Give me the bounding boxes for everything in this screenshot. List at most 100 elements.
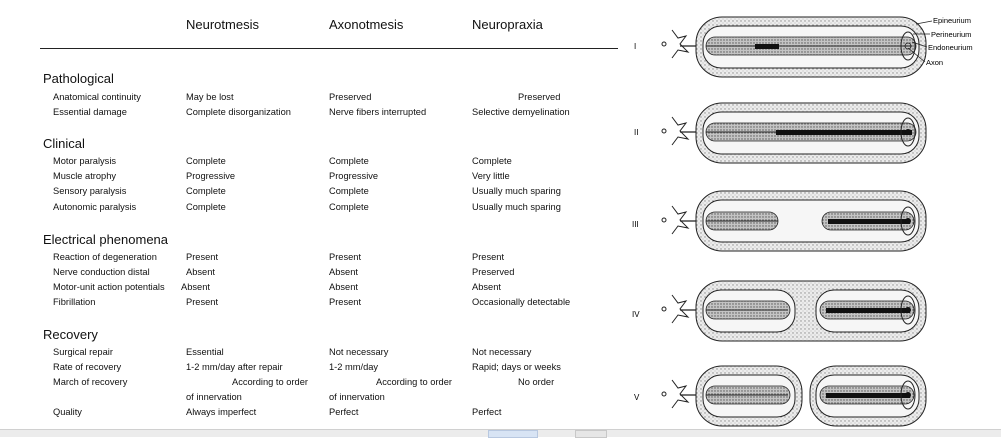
label-perineurium: Perineurium — [931, 30, 971, 39]
cell-neuropraxia: No order — [518, 377, 555, 387]
nerve-end-cross-section — [900, 31, 916, 61]
grade-5-diagram: V — [634, 365, 927, 427]
neuron-nucleus-icon — [661, 128, 667, 134]
axon-cross-section — [905, 218, 911, 224]
neuron-nucleus-icon — [661, 217, 667, 223]
cell-neuropraxia: Occasionally detectable — [472, 297, 571, 307]
degenerated-axon — [828, 219, 910, 224]
row-label: Muscle atrophy — [53, 171, 117, 181]
row-label: Fibrillation — [53, 297, 96, 307]
cell-axonotmesis: Present — [329, 297, 362, 307]
row-label: Sensory paralysis — [53, 186, 127, 196]
row-label: Quality — [53, 407, 82, 417]
cell-neurotmesis: Absent — [181, 282, 210, 292]
section-title-clinical: Clinical — [43, 136, 85, 151]
degenerated-axon — [826, 393, 910, 398]
neuron-cell-icon — [671, 294, 690, 324]
cell-neurotmesis: Complete — [186, 202, 226, 212]
header-rule — [40, 48, 618, 49]
grade-4-diagram: IV — [632, 280, 927, 342]
grade-label: III — [632, 220, 639, 229]
cell-axonotmesis: Preserved — [329, 92, 372, 102]
grade-label: II — [634, 128, 638, 137]
cell-neuropraxia: Perfect — [472, 407, 502, 417]
label-endoneurium: Endoneurium — [928, 43, 973, 52]
cell-axonotmesis: Nerve fibers interrupted — [329, 107, 427, 117]
axon-cross-section — [904, 42, 912, 50]
nerve-end-cross-section — [900, 380, 916, 410]
row-label: Motor-unit action potentials — [53, 282, 165, 292]
column-header-axonotmesis: Axonotmesis — [329, 17, 404, 32]
cell-neurotmesis: Essential — [186, 347, 224, 357]
cell-axonotmesis: Present — [329, 252, 362, 262]
row-label: Anatomical continuity — [53, 92, 141, 102]
neuron-cell-icon — [671, 379, 690, 409]
leader-line — [911, 41, 928, 48]
grade-label: V — [634, 393, 640, 402]
row-label: Surgical repair — [53, 347, 113, 357]
cell-axonotmesis: Absent — [329, 282, 358, 292]
cell-axonotmesis: Perfect — [329, 407, 359, 417]
cell-neuropraxia: Preserved — [518, 92, 561, 102]
neuron-cell-icon — [671, 29, 690, 59]
row-label: Reaction of degeneration — [53, 252, 157, 262]
nerve-end-cross-section — [900, 117, 916, 147]
grade-3-diagram: III — [632, 190, 927, 252]
cell-neurotmesis: of innervation — [186, 392, 242, 402]
cell-neurotmesis: According to order — [232, 377, 308, 387]
cell-neurotmesis: Progressive — [186, 171, 236, 181]
bottom-tab[interactable] — [488, 430, 538, 438]
axon-cross-section — [905, 392, 911, 398]
cell-axonotmesis: According to order — [376, 377, 452, 387]
row-label: Nerve conduction distal — [53, 267, 150, 277]
degenerated-axon — [776, 130, 912, 135]
cell-neuropraxia: Present — [472, 252, 505, 262]
label-epineurium: Epineurium — [933, 16, 971, 25]
degenerated-axon — [826, 308, 910, 313]
neuron-cell-icon — [671, 116, 690, 146]
cell-neurotmesis: Complete disorganization — [186, 107, 291, 117]
injury-block — [755, 44, 779, 49]
row-label: Essential damage — [53, 107, 127, 117]
cell-neurotmesis: May be lost — [186, 92, 234, 102]
neuron-cell-icon — [671, 205, 690, 235]
cell-neuropraxia: Usually much sparing — [472, 202, 561, 212]
cell-neurotmesis: Present — [186, 252, 219, 262]
leader-line — [915, 20, 933, 25]
row-label: March of recovery — [53, 377, 128, 387]
cell-neuropraxia: Rapid; days or weeks — [472, 362, 561, 372]
cell-neurotmesis: 1-2 mm/day after repair — [186, 362, 283, 372]
cell-neuropraxia: Usually much sparing — [472, 186, 561, 196]
section-title-pathological: Pathological — [43, 71, 114, 86]
cell-neuropraxia: Not necessary — [472, 347, 532, 357]
grade-label: I — [634, 42, 636, 51]
perineurium — [702, 199, 920, 243]
axon-cross-section — [905, 129, 911, 135]
row-label: Autonomic paralysis — [53, 202, 137, 212]
bottom-tab[interactable] — [575, 430, 607, 438]
cell-axonotmesis: Complete — [329, 186, 369, 196]
cell-axonotmesis: Complete — [329, 202, 369, 212]
cell-neuropraxia: Complete — [472, 156, 512, 166]
cell-axonotmesis: of innervation — [329, 392, 385, 402]
axon-cross-section — [905, 307, 911, 313]
neuron-nucleus-icon — [661, 306, 667, 312]
column-header-neuropraxia: Neuropraxia — [472, 17, 543, 32]
cell-neuropraxia: Very little — [472, 171, 510, 181]
grade-1-diagram: I — [634, 16, 927, 78]
section-title-recovery: Recovery — [43, 327, 98, 342]
cell-axonotmesis: Complete — [329, 156, 369, 166]
cell-neuropraxia: Absent — [472, 282, 501, 292]
label-axon: Axon — [926, 58, 943, 67]
nerve-end-cross-section — [900, 206, 916, 236]
cell-neuropraxia: Selective demyelination — [472, 107, 570, 117]
section-title-electrical: Electrical phenomena — [43, 232, 169, 247]
cell-neurotmesis: Complete — [186, 156, 226, 166]
leader-line — [907, 47, 926, 63]
cell-axonotmesis: Progressive — [329, 171, 379, 181]
row-label: Rate of recovery — [53, 362, 122, 372]
row-label: Motor paralysis — [53, 156, 117, 166]
grade-label: IV — [632, 310, 640, 319]
cell-axonotmesis: 1-2 mm/day — [329, 362, 379, 372]
neuron-nucleus-icon — [661, 391, 667, 397]
